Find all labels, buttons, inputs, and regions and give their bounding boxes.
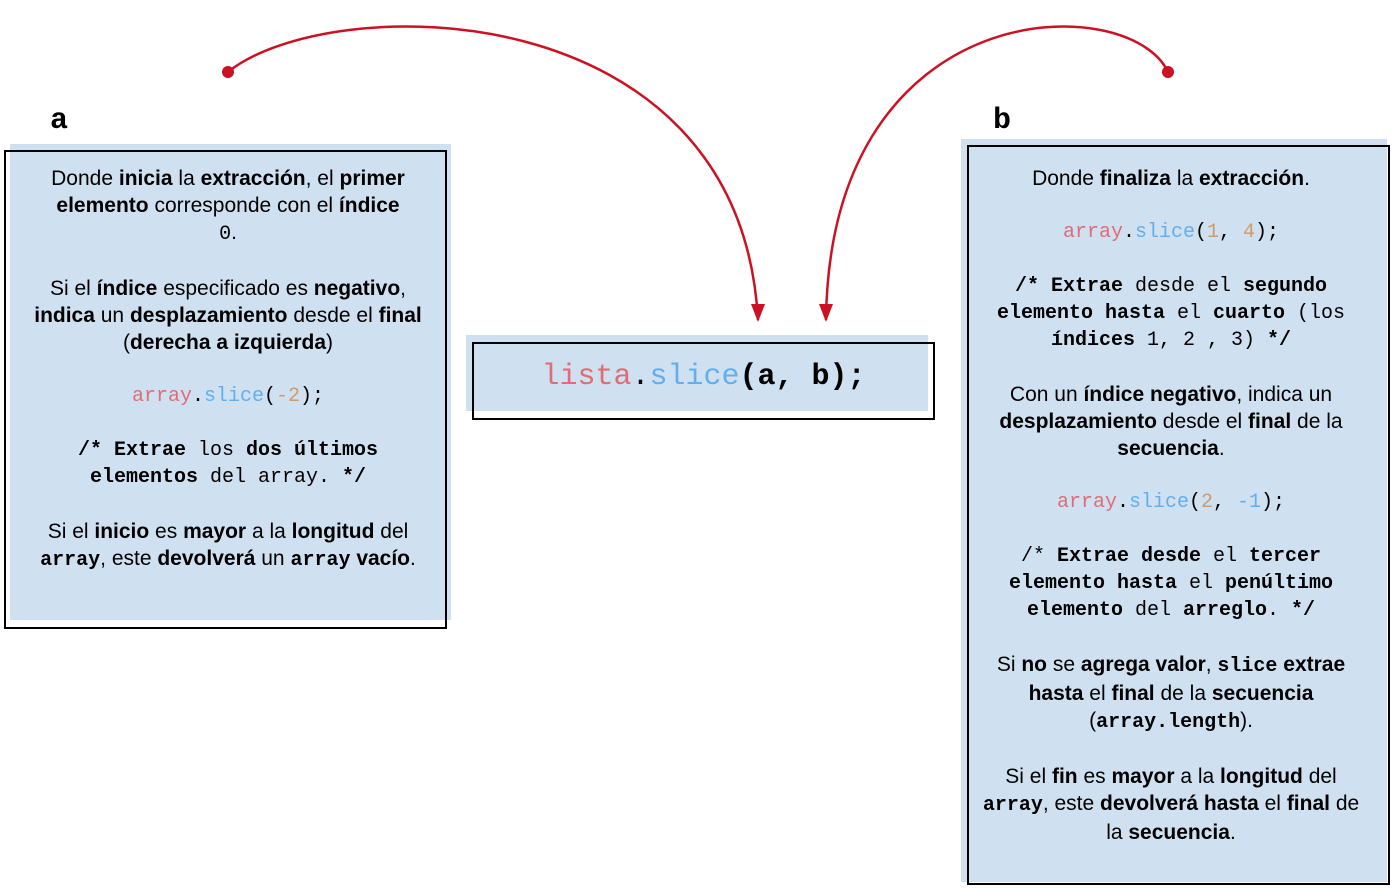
panel-b-code-example-2: array.slice(2, -1); [1056, 491, 1286, 514]
code-method: slice [649, 360, 740, 394]
arrow-b-head [819, 304, 833, 322]
panel-b-paragraph-4: Si el fin es mayor a la longitud del arr… [982, 765, 1360, 844]
panel-b-background [961, 139, 1387, 882]
code-object: lista [541, 360, 632, 394]
code-dot: . [631, 360, 650, 394]
arrow-a-head [751, 304, 765, 322]
panel-a-paragraph-1: Donde inicia la extracción, el primer el… [51, 167, 405, 246]
panel-b-paragraph-2: Con un índice negativo, indica un despla… [999, 383, 1343, 460]
arrow-a-origin-dot [222, 66, 234, 78]
panel-a-code-comment: /* Extrae los dos últimos elementos del … [77, 439, 379, 489]
panel-a-paragraph-3: Si el inicio es mayor a la longitud del … [40, 520, 416, 572]
panel-a-paragraph-2: Si el índice especificado es negativo, i… [34, 277, 422, 354]
center-box-background [466, 335, 928, 411]
panel-b-code-comment-1: /* Extrae desde el segundo elemento hast… [996, 275, 1346, 352]
param-label-a: a [50, 104, 69, 138]
panel-a-background [10, 144, 451, 620]
panel-b-code-comment-2: /* Extrae desde el tercer elemento hasta… [1008, 545, 1334, 622]
code-args: (a, b); [739, 360, 866, 394]
arrow-b-origin-dot [1162, 66, 1174, 78]
panel-b-border [967, 145, 1390, 885]
center-box-border [472, 342, 935, 420]
panel-b-paragraph-3: Si no se agrega valor, slice extrae hast… [996, 653, 1346, 734]
panel-a-border [4, 150, 447, 629]
param-label-b: b [993, 104, 1012, 138]
arrow-b [819, 25, 1174, 322]
panel-a-code-example: array.slice(-2); [131, 385, 325, 408]
center-code: lista.slice(a, b); [472, 357, 935, 397]
panel-b-content: Donde finaliza la extracción. array.slic… [975, 165, 1367, 846]
arrow-a [222, 25, 765, 322]
panel-a-content: Donde inicia la extracción, el primer el… [22, 165, 434, 574]
panel-b-paragraph-1: Donde finaliza la extracción. [1032, 167, 1310, 190]
panel-b-code-example-1: array.slice(1, 4); [1062, 221, 1280, 244]
